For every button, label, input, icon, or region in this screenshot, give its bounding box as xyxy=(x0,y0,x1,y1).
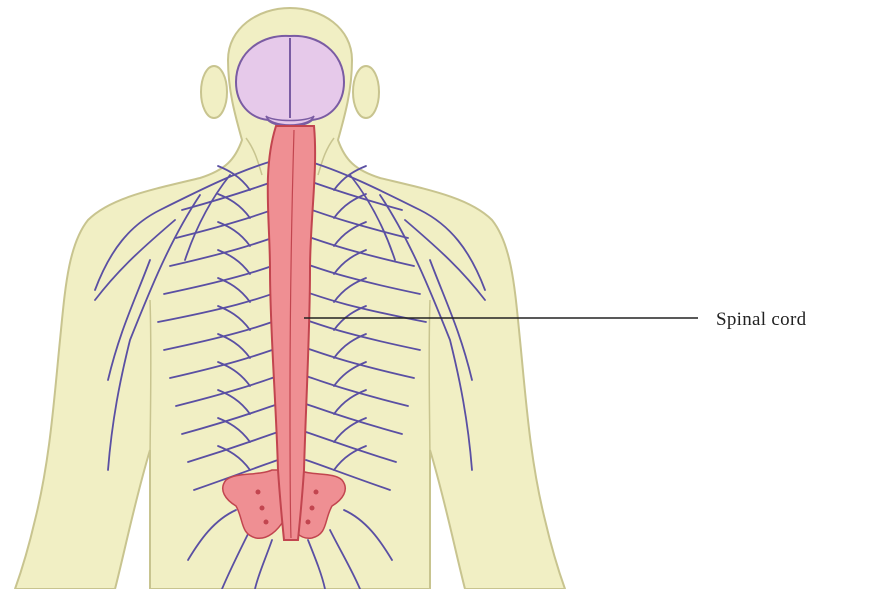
spinal-cord-label: Spinal cord xyxy=(716,309,806,331)
brain xyxy=(236,36,344,126)
left-armpit-line xyxy=(150,300,151,470)
right-armpit-line xyxy=(429,300,430,470)
left-ear xyxy=(201,66,227,118)
right-ear xyxy=(353,66,379,118)
